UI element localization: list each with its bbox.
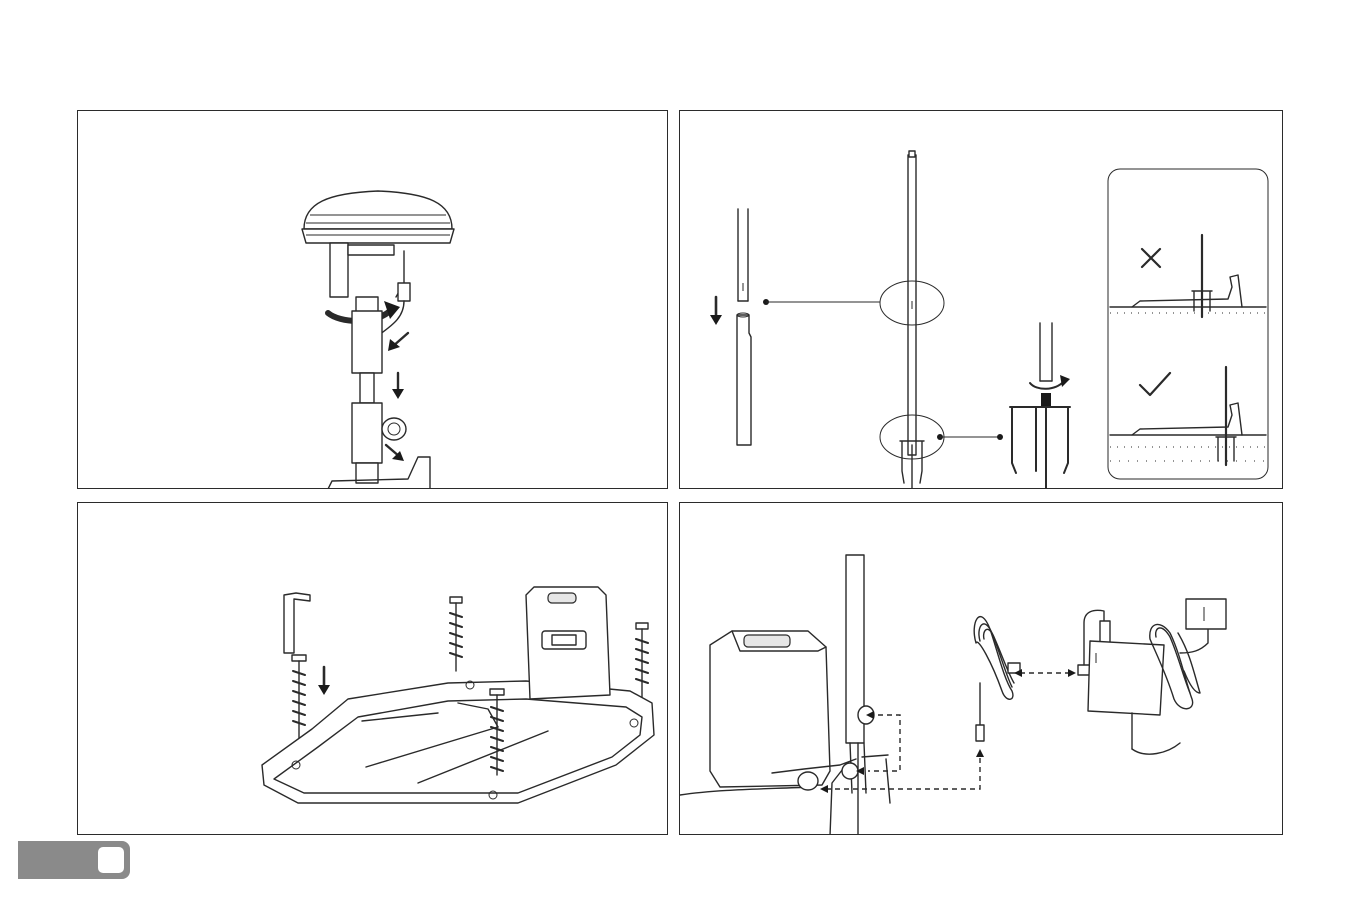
check-icon [1140, 373, 1170, 395]
correct-placement-inset [1108, 169, 1268, 479]
mount-clamp [352, 403, 382, 463]
wall-outlet [1186, 599, 1226, 629]
pole-assembly-illustration [680, 111, 1283, 489]
ground-screw-right [636, 623, 648, 699]
panel-antenna-mounting [77, 110, 668, 489]
panel-pole-assembly [679, 110, 1283, 489]
cable-connection-illustration [680, 503, 1283, 835]
mount-tube-upper [352, 311, 382, 373]
hex-key [284, 593, 310, 653]
antenna-assembly-illustration [78, 111, 668, 489]
base-anchoring-illustration [78, 503, 668, 835]
ground-screw-left [292, 655, 306, 741]
antenna-ring [302, 229, 454, 243]
page-number-box [98, 847, 124, 873]
rotate-arrow-icon [1030, 381, 1064, 389]
page-number-tab [18, 841, 130, 879]
power-adapter [1078, 610, 1180, 754]
extension-cable-coil [974, 617, 1020, 741]
panel-base-anchoring [77, 502, 668, 835]
cross-icon [1142, 249, 1160, 267]
base-plate [262, 681, 654, 803]
charging-station [710, 631, 830, 787]
antenna-leg [330, 243, 348, 297]
ground-screw-mid [450, 597, 462, 671]
panel-cable-connection [679, 502, 1283, 835]
clamp-knob [382, 418, 406, 440]
